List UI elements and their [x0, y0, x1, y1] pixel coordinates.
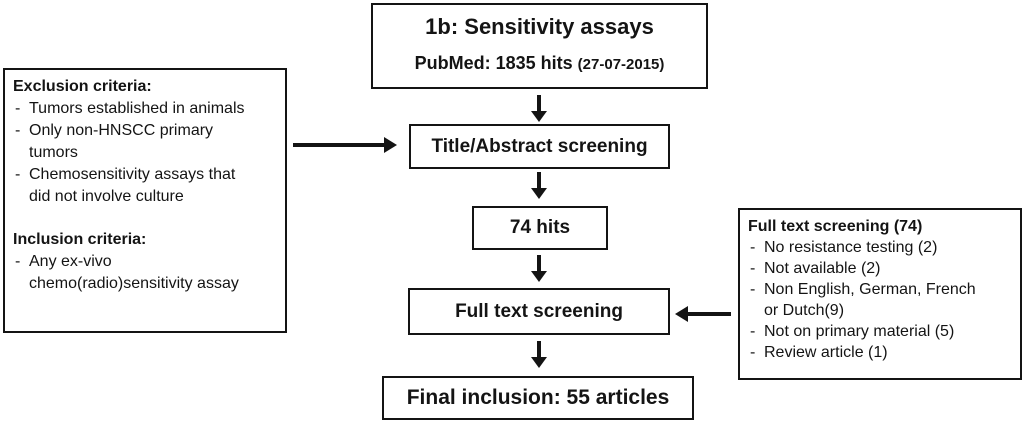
box-fulltext-exclusions: Full text screening (74) - No resistance… [738, 208, 1022, 380]
box-label: Final inclusion: 55 articles [406, 386, 670, 409]
arrow-exclusions-to-fulltext-icon [675, 306, 731, 322]
fulltext-exclusion-item: - No resistance testing (2) [748, 237, 1012, 258]
inclusion-criteria-heading: Inclusion criteria: [13, 231, 147, 248]
box-sensitivity-assays: 1b: Sensitivity assays PubMed: 1835 hits… [371, 3, 708, 89]
box-label: Title/Abstract screening [431, 135, 648, 157]
inclusion-item-text: Any ex-vivo chemo(radio)sensitivity assa… [29, 253, 239, 292]
exclusion-item-text: Only non-HNSCC primary tumors [29, 122, 214, 161]
diagram-title: 1b: Sensitivity assays [425, 14, 654, 39]
fulltext-exclusion-item-text: Not available (2) [764, 260, 881, 277]
fulltext-exclusion-item: - Not available (2) [748, 258, 1012, 279]
bullet-dash: - [15, 100, 21, 117]
arrow-down-3-icon [531, 255, 547, 282]
arrow-shaft [537, 255, 541, 271]
fulltext-exclusion-item: - Non English, German, French or Dutch(9… [748, 279, 1012, 321]
box-full-text-screening: Full text screening [408, 288, 670, 335]
fulltext-exclusion-item-text: No resistance testing (2) [764, 239, 938, 256]
fulltext-exclusion-item-text: Not on primary material (5) [764, 323, 955, 340]
box-final-inclusion: Final inclusion: 55 articles [382, 376, 694, 420]
fulltext-exclusion-item: - Not on primary material (5) [748, 321, 1012, 342]
box-criteria: Exclusion criteria: - Tumors established… [3, 68, 287, 333]
arrow-head [675, 306, 688, 322]
arrow-head [531, 271, 547, 282]
pubmed-hits-text: PubMed: 1835 hits [414, 53, 573, 73]
arrow-down-4-icon [531, 341, 547, 368]
bullet-dash: - [750, 260, 756, 277]
bullet-dash: - [15, 122, 21, 139]
exclusion-criteria-heading: Exclusion criteria: [13, 78, 152, 95]
arrow-shaft [537, 172, 541, 188]
arrow-down-2-icon [531, 172, 547, 199]
arrow-shaft [537, 341, 541, 357]
bullet-dash: - [750, 344, 756, 361]
arrow-down-1-icon [531, 95, 547, 122]
arrow-head [531, 357, 547, 368]
pubmed-hits-line: PubMed: 1835 hits (27-07-2015) [415, 53, 665, 74]
arrow-shaft [688, 312, 731, 316]
bullet-dash: - [15, 253, 21, 270]
bullet-dash: - [15, 166, 21, 183]
fulltext-exclusions-heading: Full text screening (74) [748, 218, 923, 235]
box-label: Full text screening [455, 300, 623, 322]
bullet-dash: - [750, 281, 756, 298]
exclusion-item: - Only non-HNSCC primary tumors [13, 120, 277, 164]
box-label: 74 hits [509, 217, 571, 238]
inclusion-item: - Any ex-vivo chemo(radio)sensitivity as… [13, 251, 277, 295]
fulltext-exclusion-item-text: Non English, German, French or Dutch(9) [764, 281, 976, 319]
fulltext-exclusion-item-text: Review article (1) [764, 344, 888, 361]
arrow-shaft [293, 143, 384, 147]
exclusion-item: - Chemosensitivity assays that did not i… [13, 164, 277, 208]
exclusion-item-text: Tumors established in animals [29, 100, 245, 117]
exclusion-item: - Tumors established in animals [13, 98, 277, 120]
arrow-exclusion-to-screening-icon [293, 137, 397, 153]
pubmed-date-text: (27-07-2015) [577, 56, 665, 73]
box-74-hits: 74 hits [472, 206, 608, 250]
exclusion-item-text: Chemosensitivity assays that did not inv… [29, 166, 236, 205]
bullet-dash: - [750, 239, 756, 256]
bullet-dash: - [750, 323, 756, 340]
fulltext-exclusion-item: - Review article (1) [748, 342, 1012, 363]
arrow-head [531, 111, 547, 122]
arrow-head [531, 188, 547, 199]
arrow-head [384, 137, 397, 153]
arrow-shaft [537, 95, 541, 111]
box-title-abstract-screening: Title/Abstract screening [409, 124, 670, 169]
